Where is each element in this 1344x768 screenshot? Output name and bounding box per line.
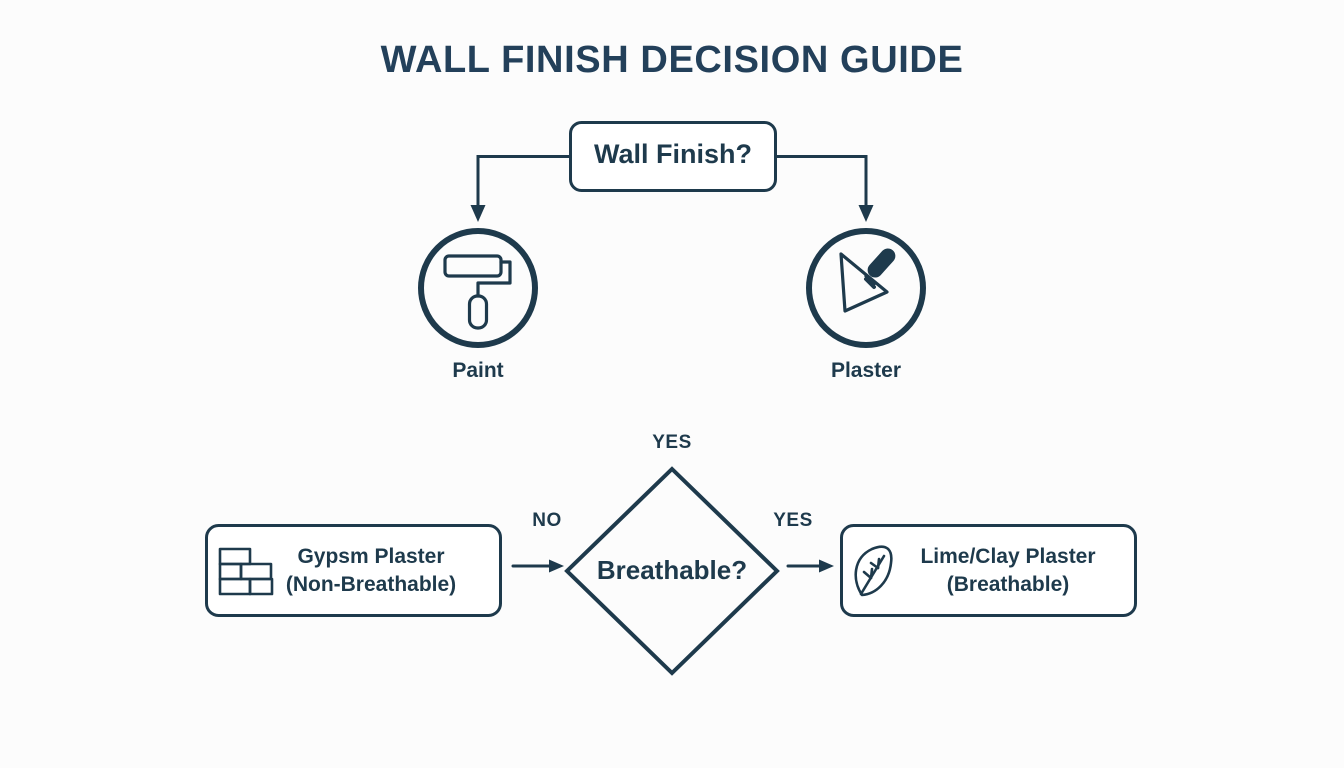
- connector-root-to-plaster: [776, 155, 868, 210]
- arrowhead-root-to-paint: [470, 205, 486, 222]
- leaf-icon: [854, 545, 893, 597]
- node-gypsum-label-line2: (Non-Breathable): [285, 572, 457, 596]
- node-gypsum-label-line1: Gypsm Plaster: [297, 545, 445, 568]
- node-paint-label: Paint: [452, 359, 504, 382]
- node-limeclay-label: Lime/Clay Plaster (Breathable): [892, 543, 1124, 598]
- node-root-label: Wall Finish?: [594, 139, 752, 169]
- trowel-icon: [839, 248, 896, 313]
- node-plaster-label: Plaster: [830, 359, 902, 382]
- node-gypsum-box[interactable]: [205, 524, 502, 617]
- paint-roller-icon: [443, 254, 512, 330]
- brick-wall-icon: [218, 547, 274, 596]
- edge-label-yes-right: YES: [773, 510, 813, 531]
- node-breathable-diamond[interactable]: [564, 466, 780, 676]
- arrowhead-to-gypsum: [549, 559, 564, 573]
- node-limeclay-box[interactable]: [840, 524, 1137, 617]
- node-gypsum-label: Gypsm Plaster (Non-Breathable): [255, 543, 487, 598]
- node-breathable-label: Breathable?: [596, 555, 748, 585]
- node-limeclay-label-line1: Lime/Clay Plaster: [920, 545, 1096, 568]
- edge-label-no-left: NO: [532, 510, 562, 531]
- connector-root-to-paint: [476, 155, 570, 210]
- arrowhead-to-limeclay: [819, 559, 834, 573]
- edge-label-yes-top: YES: [652, 432, 692, 453]
- node-root-box[interactable]: [569, 121, 777, 192]
- arrowhead-root-to-plaster: [858, 205, 874, 222]
- node-plaster-circle[interactable]: [806, 228, 926, 348]
- page-title: WALL FINISH DECISION GUIDE: [380, 39, 964, 81]
- node-limeclay-label-line2: (Breathable): [946, 572, 1070, 596]
